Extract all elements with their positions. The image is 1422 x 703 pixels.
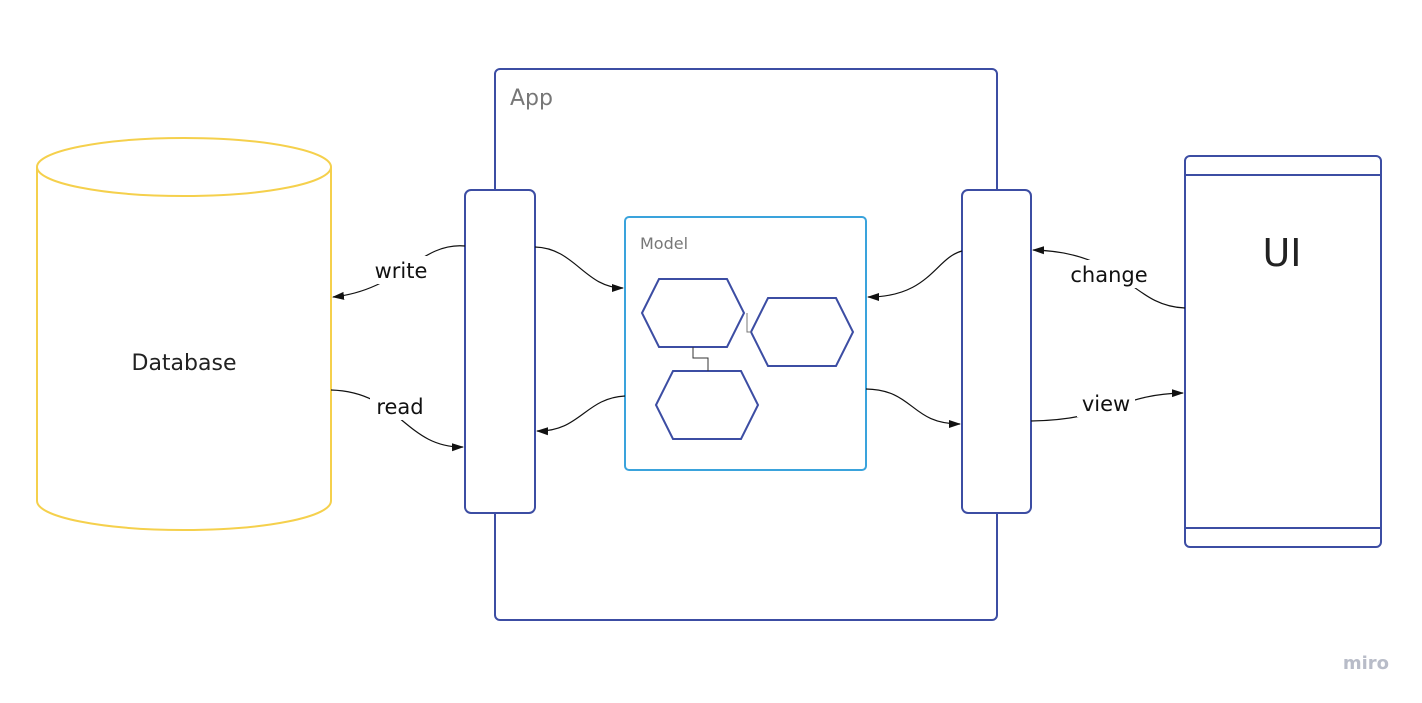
app-label: App xyxy=(510,86,553,111)
hexagon-connector-2 xyxy=(746,313,751,333)
change-label: change xyxy=(1070,263,1147,287)
read-label: read xyxy=(376,395,423,419)
view-label: view xyxy=(1082,392,1130,416)
ui-label: UI xyxy=(1262,231,1301,275)
model-label: Model xyxy=(640,234,688,253)
right-adapter-to-model-arrow xyxy=(867,250,963,301)
ui-device: UI xyxy=(1184,155,1382,548)
model-hexagon-2 xyxy=(749,297,855,367)
database-cylinder: Database xyxy=(36,137,332,531)
model-to-left-adapter-arrow xyxy=(536,395,626,436)
model-box: Model xyxy=(624,216,867,471)
model-hexagon-3 xyxy=(654,370,760,440)
model-hexagon-1 xyxy=(640,278,746,348)
hexagon-connector xyxy=(692,347,709,371)
write-label: write xyxy=(375,259,428,283)
database-label: Database xyxy=(132,351,237,376)
left-adapter xyxy=(464,189,536,514)
left-adapter-to-model-arrow xyxy=(534,246,624,292)
model-to-right-adapter-arrow xyxy=(865,388,961,428)
miro-watermark: miro xyxy=(1343,653,1389,674)
right-adapter xyxy=(961,189,1032,514)
